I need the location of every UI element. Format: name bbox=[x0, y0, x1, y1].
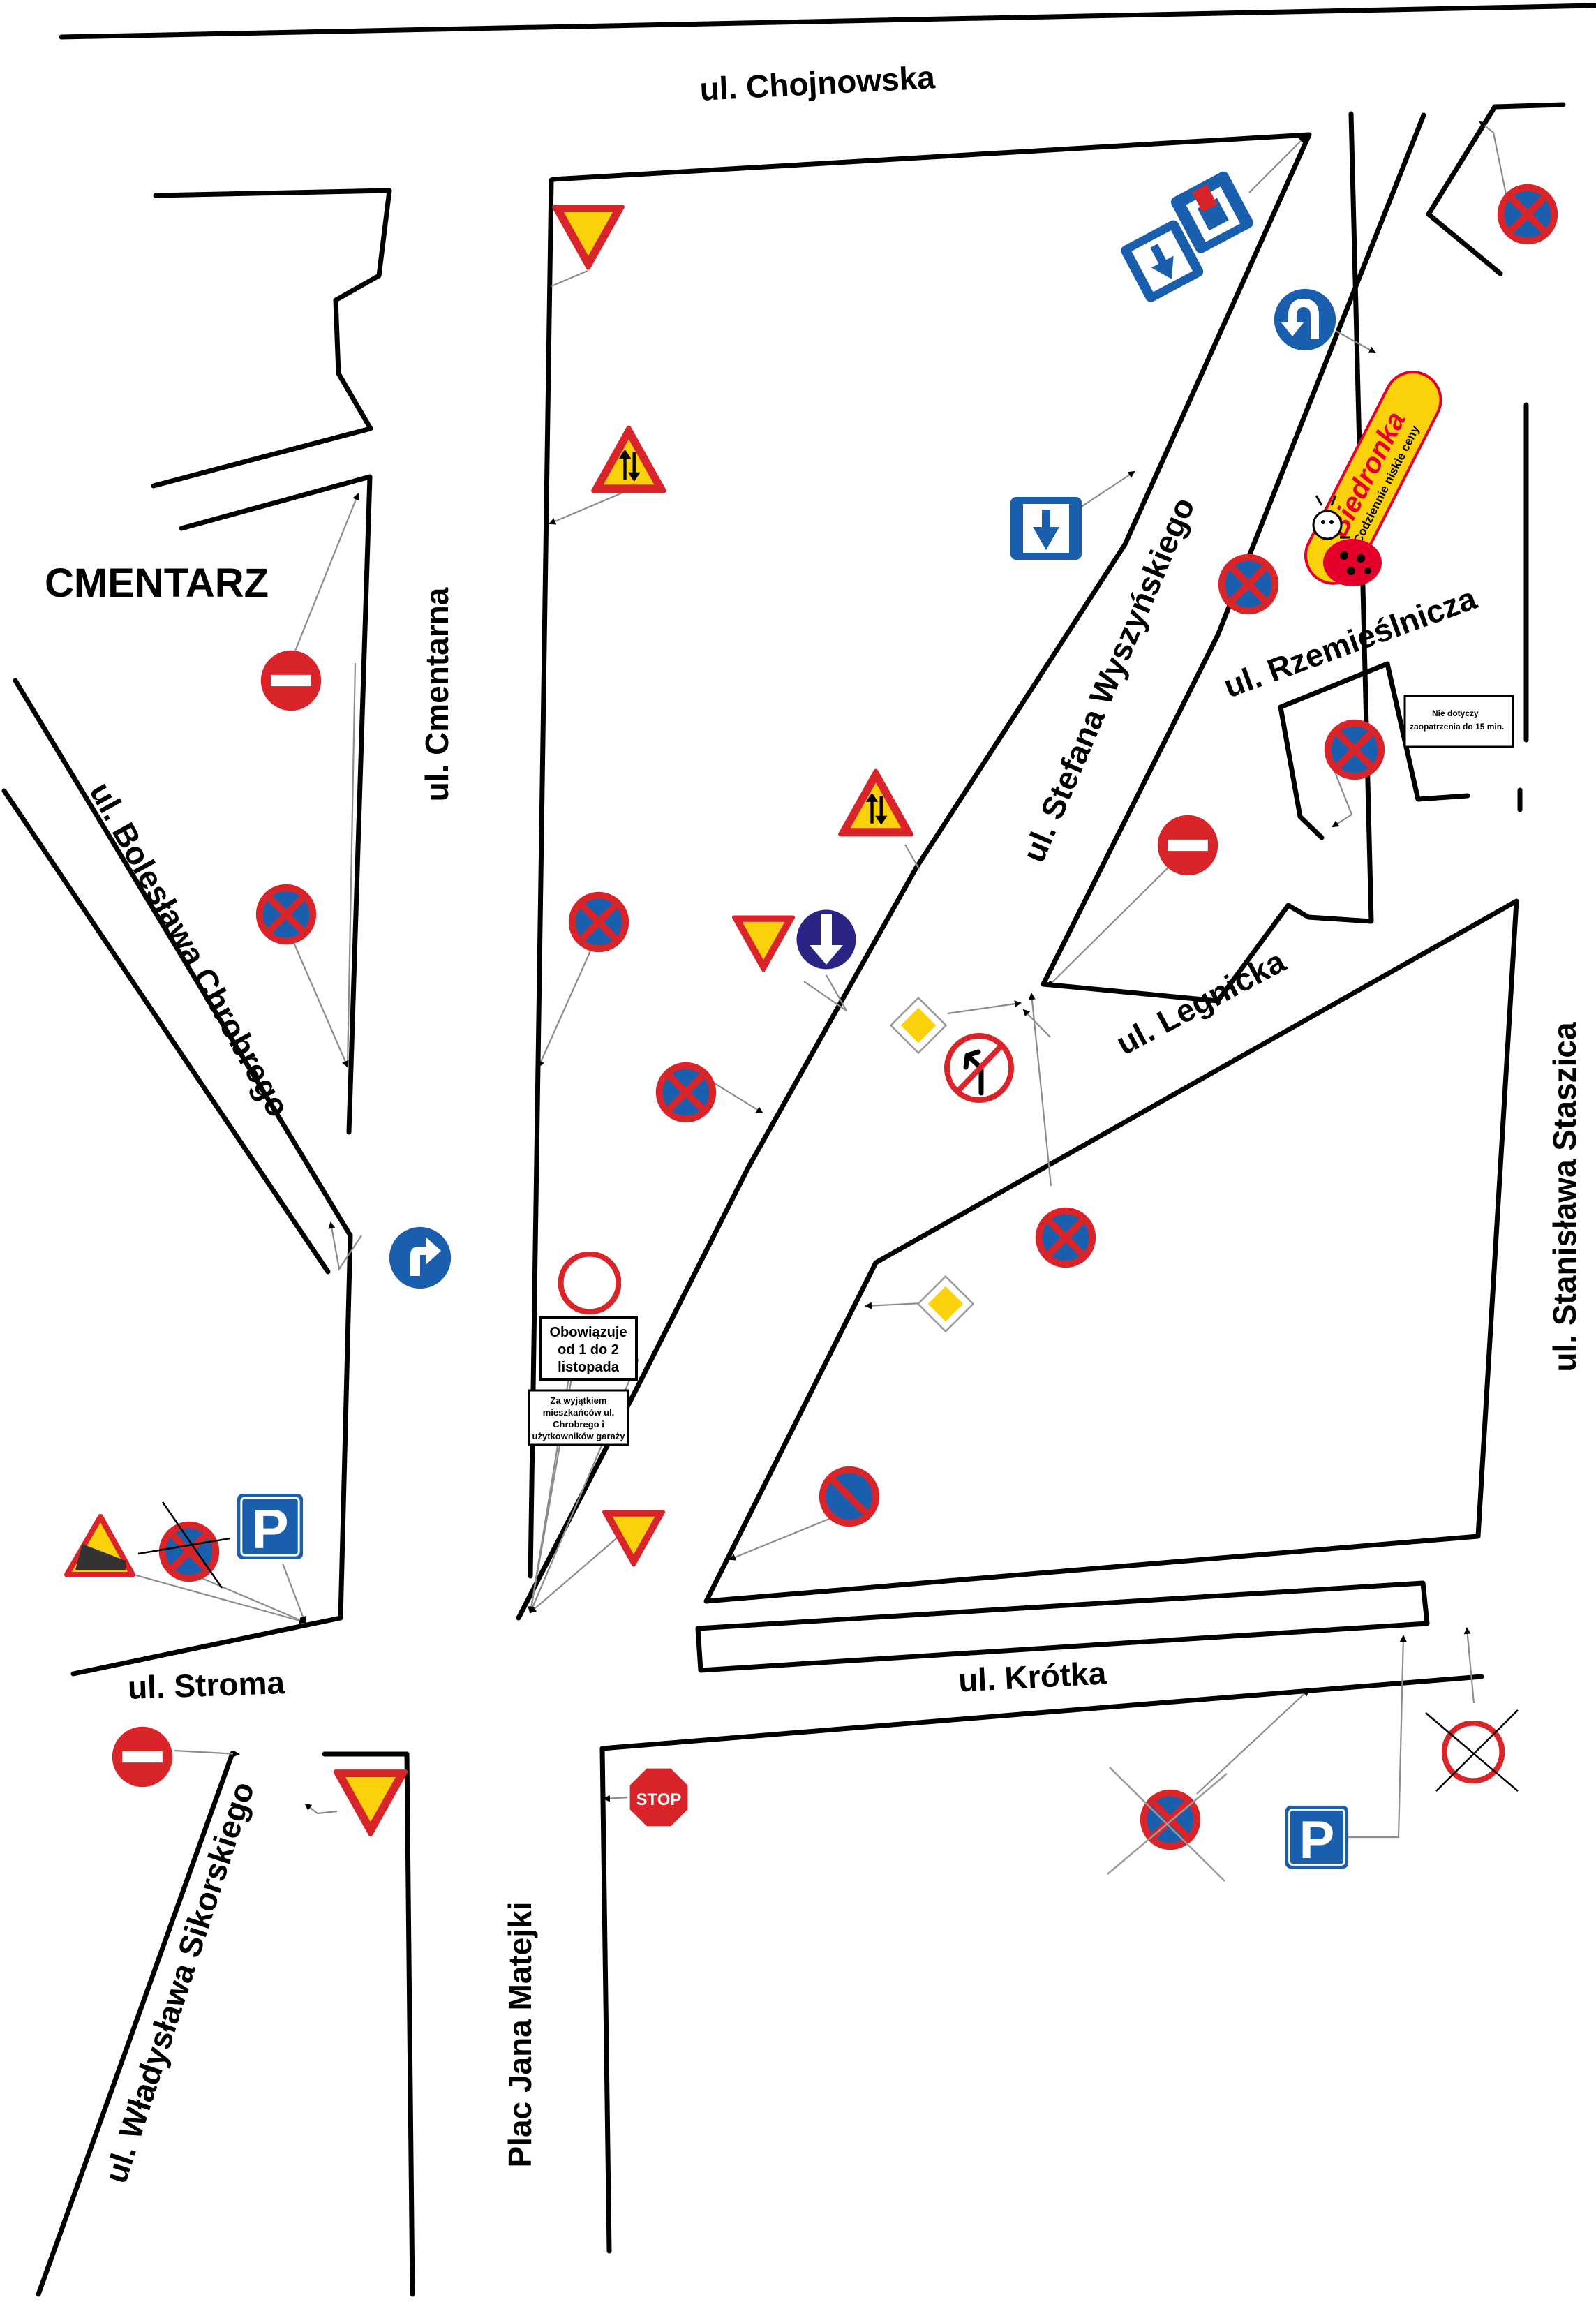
svg-text:listopada: listopada bbox=[558, 1360, 620, 1375]
no-stopping-icon bbox=[656, 1062, 716, 1122]
svg-text:mieszkańców ul.: mieszkańców ul. bbox=[543, 1407, 615, 1418]
no-parking-icon bbox=[819, 1466, 879, 1527]
no-entry-icon bbox=[260, 650, 322, 711]
street-label-matejki: Plac Jana Matejki bbox=[502, 1902, 538, 2168]
roads bbox=[1, 3, 1596, 2297]
turn-right-sign bbox=[389, 1226, 452, 1289]
give-way-icon bbox=[336, 1772, 405, 1834]
no-stopping-icon bbox=[1325, 720, 1385, 780]
date-plate: Obowiązuje od 1 do 2 listopada bbox=[539, 1316, 638, 1381]
cemetery-label: CMENTARZ bbox=[45, 560, 269, 606]
svg-text:STOP: STOP bbox=[636, 1790, 682, 1809]
give-way-icon bbox=[604, 1512, 664, 1564]
no-left-turn-sign bbox=[944, 1033, 1014, 1103]
no-stopping-icon bbox=[1140, 1790, 1200, 1850]
no-stopping-icon bbox=[1218, 554, 1278, 614]
svg-text:użytkowników garaży: użytkowników garaży bbox=[532, 1431, 626, 1441]
no-stopping-icon bbox=[569, 892, 629, 952]
street-label-cmentarna: ul. Cmentarna bbox=[419, 587, 455, 801]
crossed-no-stopping-sign bbox=[1107, 1767, 1228, 1882]
svg-text:Za wyjątkiem: Za wyjątkiem bbox=[551, 1395, 607, 1406]
parking-sign: P bbox=[1284, 1804, 1350, 1870]
no-vehicles-icon bbox=[561, 1254, 619, 1312]
crossed-no-stopping-sign bbox=[137, 1501, 231, 1589]
svg-text:P: P bbox=[251, 1498, 288, 1560]
no-stopping-icon bbox=[159, 1522, 219, 1582]
svg-text:Obowiązuje: Obowiązuje bbox=[549, 1325, 627, 1340]
one-way-dead-end-sign bbox=[1121, 171, 1253, 302]
stop-sign: STOP bbox=[627, 1766, 690, 1829]
street-label-sikorskiego: ul. Władysława Sikorskiego bbox=[97, 1777, 261, 2187]
no-stopping-icon bbox=[256, 884, 316, 944]
street-label-staszica: ul. Stanisława Staszica bbox=[1546, 1022, 1583, 1372]
leader-lines bbox=[100, 121, 1513, 1839]
svg-text:od 1 do 2: od 1 do 2 bbox=[558, 1342, 619, 1358]
no-stopping-icon bbox=[1498, 184, 1558, 244]
priority-road-icon bbox=[890, 997, 947, 1054]
priority-road-icon bbox=[917, 1275, 974, 1332]
svg-text:P: P bbox=[1299, 1811, 1335, 1870]
svg-text:Nie dotyczy: Nie dotyczy bbox=[1432, 708, 1479, 718]
supply-exception-plate: Nie dotyczy zaopatrzenia do 15 min. bbox=[1403, 695, 1514, 748]
give-way-icon bbox=[734, 917, 793, 970]
two-way-traffic-icon bbox=[840, 771, 911, 834]
street-label-stroma: ul. Stroma bbox=[127, 1664, 285, 1706]
svg-text:Chrobrego i: Chrobrego i bbox=[553, 1419, 604, 1430]
residents-exception-plate: Za wyjątkiem mieszkańców ul. Chrobrego i… bbox=[528, 1389, 629, 1446]
crossed-no-vehicles-sign bbox=[1425, 1709, 1519, 1792]
two-way-traffic-icon bbox=[593, 428, 664, 491]
u-turn-sign bbox=[1274, 288, 1336, 351]
street-labels: ul. Chojnowska ul. Cmentarna ul. Bolesła… bbox=[45, 59, 1583, 2188]
signs: P P STOP Biedronka Codziennie niskie cen… bbox=[64, 171, 1558, 1882]
street-label-chojnowska: ul. Chojnowska bbox=[699, 59, 936, 107]
give-way-icon bbox=[554, 207, 622, 268]
no-vehicles-icon bbox=[1445, 1723, 1502, 1781]
street-label-krotka: ul. Krótka bbox=[957, 1654, 1107, 1698]
no-entry-icon bbox=[112, 1726, 173, 1788]
mandatory-straight-sign bbox=[794, 907, 858, 972]
no-stopping-icon bbox=[1036, 1208, 1096, 1268]
no-entry-icon bbox=[1157, 815, 1218, 876]
svg-text:zaopatrzenia do 15 min.: zaopatrzenia do 15 min. bbox=[1410, 722, 1504, 732]
parking-sign: P bbox=[236, 1492, 304, 1561]
steep-hill-sign bbox=[64, 1514, 135, 1577]
biedronka-shop-sign: Biedronka Codziennie niskie ceny bbox=[1304, 371, 1442, 586]
one-way-sign bbox=[1010, 497, 1082, 560]
